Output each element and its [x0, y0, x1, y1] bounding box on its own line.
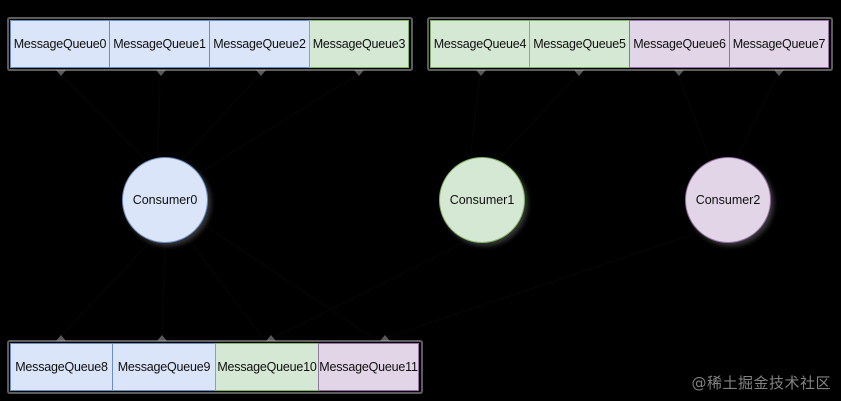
queue-box-messagequeue0[interactable]: MessageQueue0: [10, 20, 110, 68]
arrowhead-mq3: [354, 70, 364, 76]
arrowhead-mq2: [256, 70, 266, 76]
queue-box-messagequeue6[interactable]: MessageQueue6: [629, 20, 730, 68]
queue-box-messagequeue9[interactable]: MessageQueue9: [112, 343, 216, 391]
arrowhead-mq8: [56, 335, 66, 341]
arrowhead-mq9: [157, 335, 167, 341]
queue-box-messagequeue4[interactable]: MessageQueue4: [430, 20, 530, 68]
top-left-queue-group: MessageQueue0 MessageQueue1 MessageQueue…: [10, 20, 409, 68]
edge-consumer0-mq10: [185, 235, 263, 338]
bottom-queue-group: MessageQueue8 MessageQueue9 MessageQueue…: [10, 343, 419, 391]
edge-consumer2-mq7: [734, 73, 779, 162]
edge-consumer0-mq11: [199, 221, 373, 338]
queue-box-messagequeue3[interactable]: MessageQueue3: [309, 20, 409, 68]
consumer-node-consumer1[interactable]: Consumer1: [439, 157, 525, 243]
edge-consumer0-mq0: [59, 73, 151, 166]
edge-consumer1-mq10: [274, 239, 471, 338]
edge-consumer0-mq9: [161, 243, 166, 338]
queue-box-messagequeue2[interactable]: MessageQueue2: [209, 20, 310, 68]
arrowhead-mq0: [56, 70, 66, 76]
consumer-label-consumer2: Consumer2: [695, 193, 761, 207]
queue-box-messagequeue5[interactable]: MessageQueue5: [529, 20, 630, 68]
queue-box-messagequeue1[interactable]: MessageQueue1: [109, 20, 210, 68]
edge-consumer2-mq6: [677, 73, 713, 165]
arrowhead-mq4: [476, 70, 486, 76]
edge-consumer0-mq8: [59, 239, 153, 338]
consumer-node-consumer0[interactable]: Consumer0: [122, 157, 208, 243]
consumer-label-consumer1: Consumer1: [449, 193, 515, 207]
queue-box-messagequeue8[interactable]: MessageQueue8: [10, 343, 113, 391]
arrowhead-mq10: [266, 335, 276, 341]
queue-box-messagequeue10[interactable]: MessageQueue10: [215, 343, 319, 391]
consumer-node-consumer2[interactable]: Consumer2: [685, 157, 771, 243]
watermark: @稀土掘金技术社区: [691, 374, 831, 392]
arrowhead-mq6: [674, 70, 684, 76]
consumer-label-consumer0: Consumer0: [132, 193, 198, 207]
queue-box-messagequeue11[interactable]: MessageQueue11: [318, 343, 419, 391]
edge-consumer1-mq4: [469, 73, 481, 164]
arrowhead-mq7: [774, 70, 784, 76]
edge-consumer0-mq2: [179, 73, 261, 163]
arrowhead-mq5: [574, 70, 584, 76]
edge-consumer2-mq11: [387, 231, 701, 338]
arrowhead-mq11: [380, 335, 390, 341]
edge-consumer0-mq1: [157, 73, 161, 160]
edge-consumer1-mq5: [494, 73, 579, 164]
arrowhead-mq1: [156, 70, 166, 76]
edge-consumer0-mq3: [195, 73, 359, 176]
queue-box-messagequeue7[interactable]: MessageQueue7: [729, 20, 829, 68]
top-right-queue-group: MessageQueue4 MessageQueue5 MessageQueue…: [430, 20, 829, 68]
